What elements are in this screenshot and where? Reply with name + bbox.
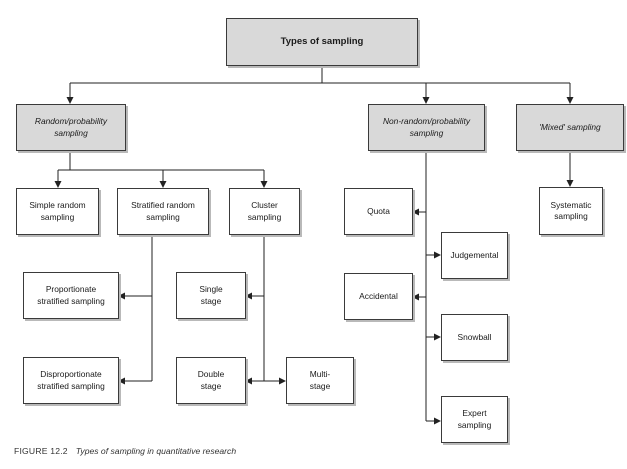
- node-snowball: Snowball: [441, 314, 508, 361]
- node-disproportionate-stratified-sampling: Disproportionate stratified sampling: [23, 357, 119, 404]
- node-cluster-sampling: Cluster sampling: [229, 188, 300, 235]
- node-stratified-random-sampling: Stratified random sampling: [117, 188, 209, 235]
- category-mixed-sampling: 'Mixed' sampling: [516, 104, 624, 151]
- category-non-random-probability-sampling: Non-random/probability sampling: [368, 104, 485, 151]
- node-systematic-sampling: Systematic sampling: [539, 187, 603, 235]
- figure-caption-text: Types of sampling in quantitative resear…: [75, 446, 237, 456]
- node-expert-sampling: Expert sampling: [441, 396, 508, 443]
- node-quota: Quota: [344, 188, 413, 235]
- root-node-types-of-sampling: Types of sampling: [226, 18, 418, 66]
- figure-number: FIGURE 12.2: [14, 446, 68, 456]
- category-random-probability-sampling: Random/probability sampling: [16, 104, 126, 151]
- figure-caption: FIGURE 12.2 Types of sampling in quantita…: [14, 446, 236, 456]
- node-multi-stage: Multi- stage: [286, 357, 354, 404]
- node-judgemental: Judgemental: [441, 232, 508, 279]
- node-single-stage: Single stage: [176, 272, 246, 319]
- node-double-stage: Double stage: [176, 357, 246, 404]
- node-proportionate-stratified-sampling: Proportionate stratified sampling: [23, 272, 119, 319]
- node-simple-random-sampling: Simple random sampling: [16, 188, 99, 235]
- node-accidental: Accidental: [344, 273, 413, 320]
